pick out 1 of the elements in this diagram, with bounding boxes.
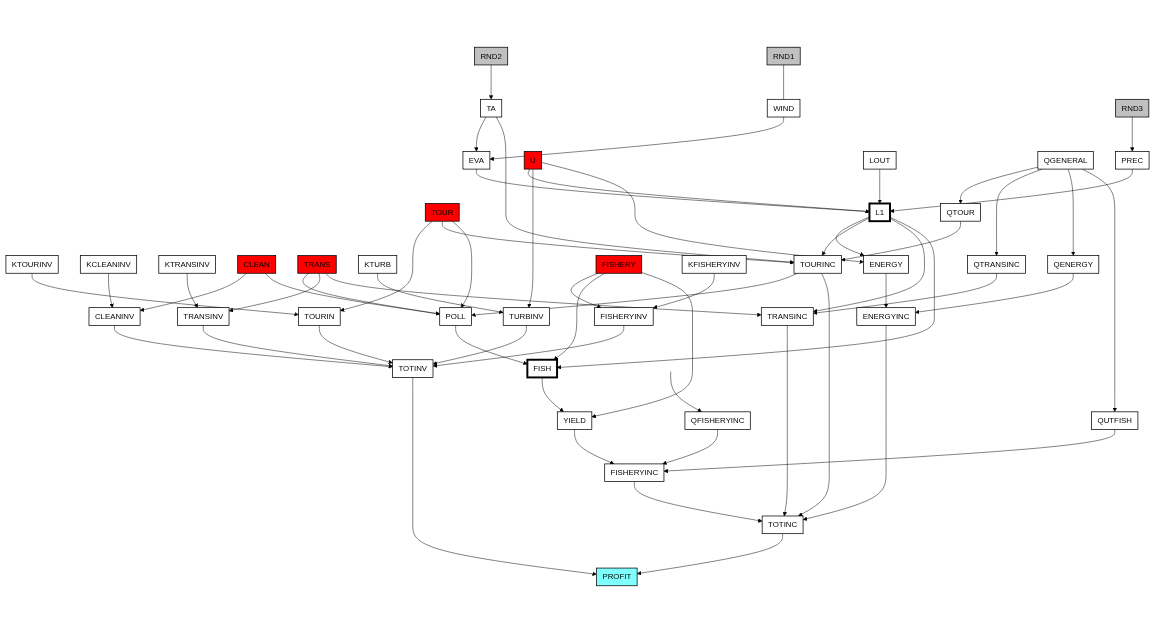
connector xyxy=(783,64,784,100)
